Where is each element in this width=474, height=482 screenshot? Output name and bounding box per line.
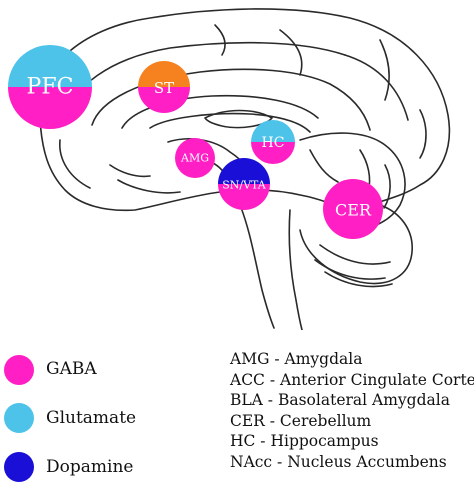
legend-gaba-label: GABA (46, 359, 97, 379)
legend-dopamine-swatch (4, 452, 34, 482)
hc-node: HC (251, 120, 295, 164)
abbreviation-list: AMG - Amygdala ACC - Anterior Cingulate … (230, 349, 474, 472)
pfc-node-bottom (8, 87, 92, 129)
hc-label: HC (262, 135, 285, 151)
st-node-bottom (138, 87, 190, 113)
cer-node-circle (323, 179, 383, 239)
amg-label: AMG (180, 152, 209, 165)
legend-gaba-swatch (4, 355, 34, 385)
st-label: ST (154, 79, 174, 97)
hc-node-top (251, 120, 295, 142)
amg-node-circle (175, 138, 215, 178)
abbreviation-item: HC - Hippocampus (230, 432, 379, 450)
legend-glutamate-swatch (4, 403, 34, 433)
brain-diagram: PFC ST HC AMG SN/VTA CER (8, 8, 451, 330)
pfc-node: PFC (8, 45, 92, 129)
abbreviation-item: CER - Cerebellum (230, 411, 372, 430)
sn-vta-node-top (218, 158, 270, 184)
abbreviation-item: BLA - Basolateral Amygdala (230, 391, 450, 409)
legend-glutamate-label: Glutamate (46, 408, 137, 428)
abbreviation-item: AMG - Amygdala (230, 350, 363, 368)
cer-node: CER (323, 179, 383, 239)
sn-vta-label: SN/VTA (222, 179, 267, 192)
amg-node: AMG (175, 138, 215, 178)
pfc-node-top (8, 45, 92, 87)
legend-dopamine-label: Dopamine (46, 457, 134, 477)
abbreviation-item: ACC - Anterior Cingulate Cortex (230, 370, 474, 389)
hc-node-bottom (251, 142, 295, 164)
st-node: ST (138, 61, 190, 113)
cer-label: CER (335, 201, 372, 220)
abbreviation-item: NAcc - Nucleus Accumbens (230, 452, 447, 471)
sn-vta-node: SN/VTA (218, 158, 270, 210)
pfc-label: PFC (27, 75, 74, 100)
brain-outline (38, 8, 451, 330)
st-node-top (138, 61, 190, 87)
sn-vta-node-bottom (218, 184, 270, 210)
